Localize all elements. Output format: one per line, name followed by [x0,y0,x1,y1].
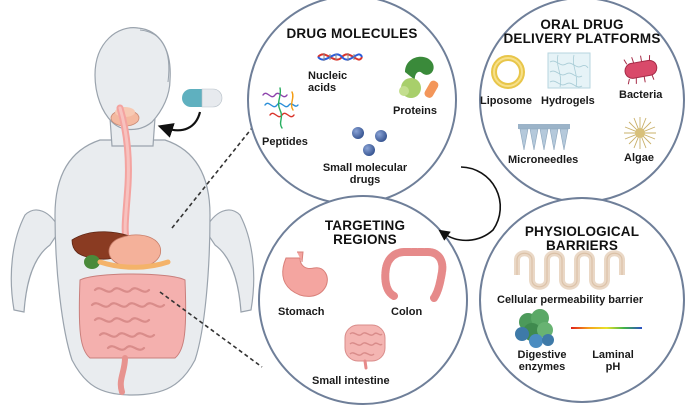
nucleic-acids-line1: Nucleic [308,70,348,82]
stomach-icon [282,251,328,297]
human-body [10,27,255,396]
peptide-icon [262,87,299,129]
colon-label: Colon [391,306,423,318]
targeting-title-line2: REGIONS [333,232,397,248]
barriers-title-line2: BARRIERS [545,238,619,254]
small-intestine-icon [344,324,386,370]
digestive-line2: enzymes [518,360,566,373]
epithelium-icon [514,250,625,290]
microneedle-icon [518,124,570,151]
ph-gradient-icon [571,327,642,329]
callout-line-mouth [171,127,253,229]
protein-icon [399,56,439,98]
nucleic-acids-label: Nucleic acids [308,70,348,94]
peptides-label: Peptides [262,136,308,148]
bacteria-label: Bacteria [619,89,663,101]
intake-arrow [157,111,202,138]
digestive-enzymes-label: Digestive enzymes [510,349,574,373]
cellular-barrier-label: Cellular permeability barrier [497,294,644,306]
laminal-line2: pH [605,360,621,373]
oral-delivery-title-line2: DELIVERY PLATFORMS [503,31,661,47]
barriers-title-line1: PHYSIOLOGICAL [524,224,640,239]
digestive-line1: Digestive [517,349,567,361]
laminal-ph-label: Laminal pH [588,349,638,373]
small-molecular-drugs-label: Small molecular drugs [315,162,415,186]
laminal-line1: Laminal [592,349,634,361]
small-molecular-line2: drugs [349,173,381,186]
barriers-title: PHYSIOLOGICAL BARRIERS [512,224,652,254]
hydrogels-label: Hydrogels [541,95,595,107]
drug-molecules-title: DRUG MOLECULES [286,26,418,41]
small-molecule-icon [352,127,387,156]
targeting-title: TARGETING REGIONS [315,218,415,248]
targeting-title-line1: TARGETING [324,218,406,233]
liposome-label: Liposome [480,95,532,107]
algae-label: Algae [624,152,654,164]
oral-delivery-title: ORAL DRUG DELIVERY PLATFORMS [502,17,662,47]
dna-icon [317,53,363,61]
oral-delivery-title-line1: ORAL DRUG [540,17,624,32]
microneedles-label: Microneedles [508,154,579,166]
small-molecular-line1: Small molecular [322,162,408,174]
bacteria-icon [623,55,658,85]
hydrogel-icon [547,52,591,89]
algae-icon [624,117,656,149]
callout-line-gut [159,291,263,368]
stomach-label: Stomach [278,306,325,318]
cycle-arrow-icon [438,166,502,242]
nucleic-acids-line2: acids [308,81,337,94]
colon-icon [381,248,447,302]
liposome-icon [491,55,525,89]
barriers-circle [479,197,685,403]
proteins-label: Proteins [393,105,438,117]
capsule-icon [182,88,223,108]
small-intestine-label: Small intestine [312,375,390,387]
enzyme-icon [515,309,554,348]
